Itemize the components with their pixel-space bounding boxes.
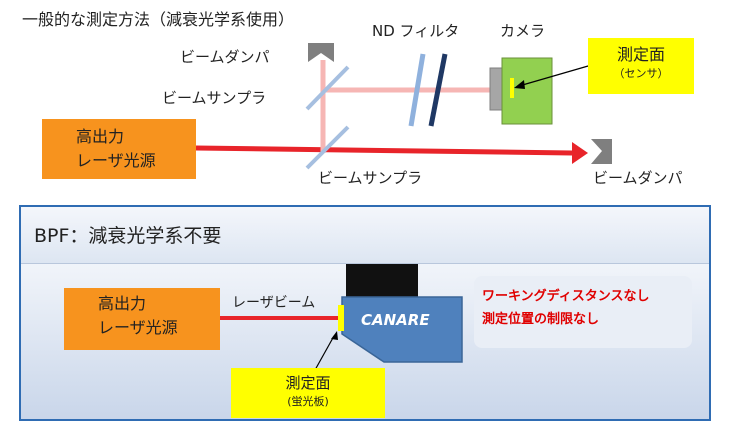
bottom-measure-plane-sub: (蛍光板) [287,395,329,408]
top-measure-plane-box: 測定面 （センサ） [588,38,694,94]
beam-sampler-upper-plate [305,65,350,111]
beam-damper-right-label: ビームダンパ [593,169,683,187]
nd-filter-light [408,53,426,127]
feature-box: ワーキングディスタンスなし 測定位置の制限なし [474,276,692,348]
beam-sampler-lower-label: ビームサンプラ [318,169,423,187]
bottom-measure-plane-box: 測定面 (蛍光板) [231,368,385,418]
main-laser-arrowhead [572,142,588,164]
main-laser-beam [195,145,573,156]
feature-position-limit: 測定位置の制限なし [482,312,600,327]
beam-sampler-lower-plate [305,125,350,170]
feature-working-distance: ワーキングディスタンスなし [482,289,650,304]
bottom-source-box: 高出力 レーザ光源 [64,288,220,350]
device-brand-label: CANARE [361,311,430,329]
screen-pointer [314,335,335,371]
bpf-title: BPF：減衰光学系不要 [34,225,222,247]
top-source-line1: 高出力 [76,127,125,146]
top-title: 一般的な測定方法（減衰光学系使用） [22,10,295,29]
beam-damper-right-shape [591,139,612,164]
top-source-box: 高出力 レーザ光源 [42,119,196,179]
camera-label: カメラ [500,22,546,40]
device-top-block [346,264,418,298]
beam-damper-top-label: ビームダンパ [180,48,270,66]
bottom-measure-plane-label: 測定面 [285,374,331,392]
beam-sampler-upper-label: ビームサンプラ [162,89,267,107]
bottom-source-line2: レーザ光源 [98,318,178,337]
beam-damper-top-shape [308,43,334,62]
laser-beam-label: レーザビーム [232,295,316,311]
nd-filter-label: ND フィルタ [372,22,460,40]
nd-filter-dark [428,53,448,127]
bottom-source-line1: 高出力 [98,294,147,313]
sensor-pointer [518,63,596,87]
top-source-line2: レーザ光源 [76,151,156,170]
device-body [341,296,463,363]
bpf-panel-header [21,207,709,264]
device-phosphor-screen [338,305,344,331]
top-measure-plane-sub: （センサ） [613,67,669,80]
top-measure-plane-label: 測定面 [616,45,665,64]
